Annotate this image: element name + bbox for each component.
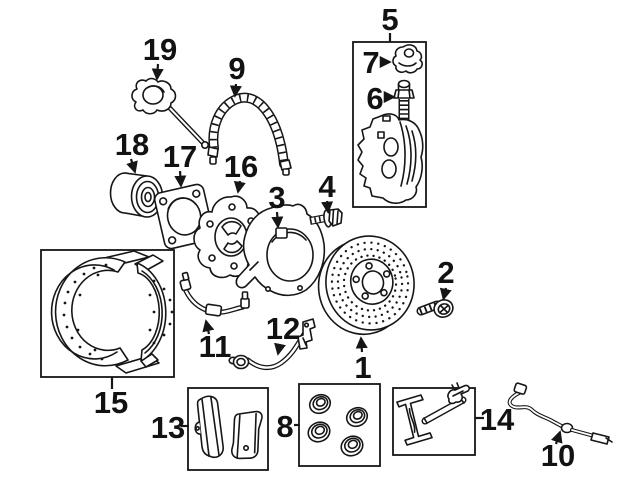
part-retaining-clip-drawing (392, 44, 423, 74)
callout-9-leader (229, 83, 242, 98)
callout-17-label[interactable]: 17 (163, 139, 197, 174)
callout-3-label[interactable]: 3 (268, 180, 285, 215)
callout-1[interactable]: 1 (354, 336, 372, 385)
callout-18-leader (126, 158, 138, 174)
pad-hardware-group-box (392, 382, 476, 456)
callout-13-label[interactable]: 13 (151, 410, 185, 445)
callout-11[interactable]: 11 (199, 319, 232, 364)
callout-16-leader (233, 180, 246, 194)
callout-19-label[interactable]: 19 (143, 32, 177, 67)
callout-3-leader (271, 211, 284, 229)
callout-13[interactable]: 13 (151, 410, 189, 445)
callout-10[interactable]: 10 (541, 430, 575, 473)
callout-15-label[interactable]: 15 (94, 385, 128, 420)
callout-17[interactable]: 17 (163, 139, 197, 188)
callout-4-label[interactable]: 4 (318, 169, 336, 204)
part-pad-hardware-drawing (396, 382, 471, 446)
callout-1-label[interactable]: 1 (354, 350, 371, 385)
part-brake-pipe-drawing (179, 271, 250, 317)
callout-9[interactable]: 9 (228, 51, 246, 98)
callout-12-leader (274, 342, 286, 356)
part-brake-pads-drawing (194, 395, 263, 460)
part-piston-seals-drawing (307, 393, 369, 457)
callout-2-label[interactable]: 2 (437, 255, 454, 290)
callout-8[interactable]: 8 (276, 409, 300, 444)
callout-8-label[interactable]: 8 (276, 409, 293, 444)
part-hose-with-bracket-drawing (228, 318, 316, 370)
callout-15[interactable]: 15 (94, 377, 128, 420)
callout-12[interactable]: 12 (266, 311, 300, 356)
callout-12-label[interactable]: 12 (266, 311, 300, 346)
callout-7-label[interactable]: 7 (362, 45, 379, 80)
parking-brake-shoe-group-box (40, 249, 175, 378)
callout-3[interactable]: 3 (268, 180, 286, 229)
callouts: 1 2 3 4 5 6 7 8 (94, 2, 575, 473)
callout-4[interactable]: 4 (318, 169, 336, 214)
callout-7[interactable]: 7 (362, 45, 392, 80)
part-sensor-with-lead-drawing (131, 77, 210, 150)
piston-seal-group-box (298, 383, 381, 467)
callout-19[interactable]: 19 (143, 32, 177, 81)
part-caliper-mount-bolt-drawing (309, 208, 343, 228)
callout-14-label[interactable]: 14 (480, 402, 515, 437)
callout-19-leader (151, 63, 164, 81)
callout-18-label[interactable]: 18 (115, 127, 149, 162)
callout-14[interactable]: 14 (475, 402, 515, 437)
callout-6-label[interactable]: 6 (366, 81, 383, 116)
brake-pad-group-box (187, 387, 269, 471)
callout-5-label[interactable]: 5 (381, 2, 398, 37)
callout-10-leader (551, 430, 563, 445)
callout-10-label[interactable]: 10 (541, 438, 575, 473)
callout-18[interactable]: 18 (115, 127, 149, 174)
callout-9-label[interactable]: 9 (228, 51, 245, 86)
callout-11-label[interactable]: 11 (199, 329, 232, 364)
callout-4-leader (321, 200, 334, 214)
part-brake-rotor-drawing (317, 235, 415, 336)
part-wheel-bearing-drawing (109, 172, 164, 218)
callout-1-leader (355, 336, 368, 353)
part-brake-caliper-drawing (357, 113, 424, 204)
callout-11-leader (202, 319, 215, 335)
part-splash-shield-drawing (235, 203, 326, 297)
callout-6[interactable]: 6 (366, 81, 396, 116)
callout-2[interactable]: 2 (437, 255, 455, 301)
part-wheel-speed-sensor-drawing (507, 382, 613, 445)
callout-2-leader (439, 287, 452, 301)
callout-17-leader (174, 170, 187, 188)
part-rotor-retaining-screw-drawing (416, 299, 454, 318)
part-braided-hose-drawing (207, 92, 292, 176)
caliper-assembly-group-box (352, 41, 427, 208)
callout-16[interactable]: 16 (224, 149, 258, 194)
part-brake-shoes-drawing (50, 250, 174, 374)
callout-5[interactable]: 5 (381, 2, 399, 42)
part-caliper-guide-bolt-drawing (393, 79, 415, 121)
callout-16-label[interactable]: 16 (224, 149, 258, 184)
